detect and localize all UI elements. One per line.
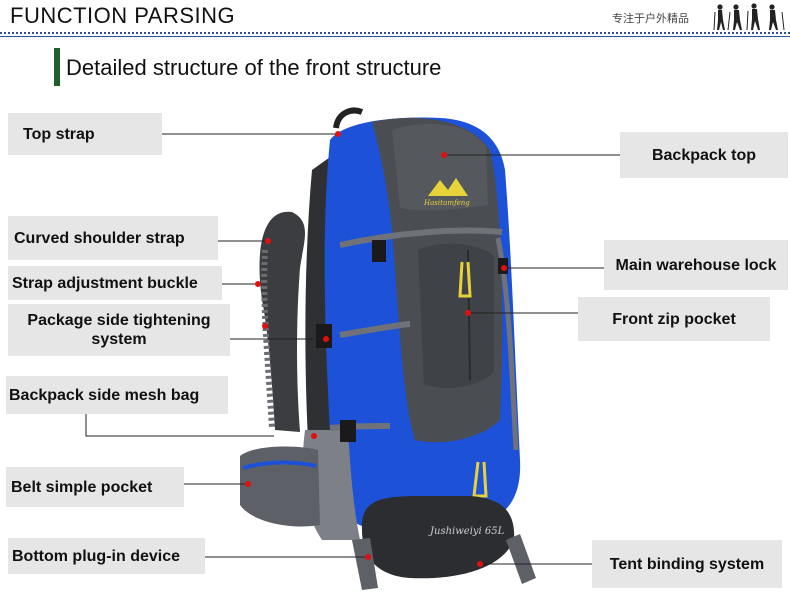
label-main-warehouse-lock: Main warehouse lock xyxy=(604,240,788,290)
marker-curved-shoulder xyxy=(265,238,271,244)
marker-side-tightening-b xyxy=(323,336,329,342)
hip-belt-shape xyxy=(240,446,320,527)
marker-front-zip xyxy=(465,310,471,316)
marker-top-strap xyxy=(335,131,341,137)
label-curved-shoulder-strap: Curved shoulder strap xyxy=(8,216,218,260)
label-strap-adjustment-buckle: Strap adjustment buckle xyxy=(8,266,222,300)
marker-adjust-buckle xyxy=(255,281,261,287)
label-tent-binding-system: Tent binding system xyxy=(592,540,782,588)
section-accent-bar xyxy=(54,48,60,86)
hikers-logo-icon xyxy=(713,3,785,31)
label-top-strap: Top strap xyxy=(8,113,162,155)
shoulder-strap-shape xyxy=(259,211,305,432)
bottom-base-shape xyxy=(361,496,515,579)
marker-side-tightening-a xyxy=(262,323,268,329)
marker-bottom-plugin xyxy=(365,554,371,560)
header-divider xyxy=(0,32,790,37)
brand-text: Hasitumfeng xyxy=(423,199,470,207)
label-backpack-side-mesh-bag: Backpack side mesh bag xyxy=(6,376,228,414)
bottom-brand-text: Jushiweiyi 65L xyxy=(428,526,505,537)
brand-slogan: 专注于户外精品 xyxy=(612,12,689,25)
page-title: FUNCTION PARSING xyxy=(10,3,236,28)
label-package-side-tightening: Package side tightening system xyxy=(8,304,230,356)
marker-main-lock xyxy=(501,265,507,271)
marker-mesh-bag xyxy=(311,433,317,439)
section-title: Detailed structure of the front structur… xyxy=(66,55,442,80)
label-backpack-top: Backpack top xyxy=(620,132,788,178)
label-package-side-tightening-line2: system xyxy=(91,331,147,348)
marker-belt-pocket xyxy=(245,481,251,487)
front-zip-pocket-shape xyxy=(418,243,494,388)
label-package-side-tightening-line1: Package side tightening xyxy=(27,312,211,329)
marker-backpack-top xyxy=(441,152,447,158)
marker-tent-binding xyxy=(477,561,483,567)
label-belt-simple-pocket: Belt simple pocket xyxy=(6,467,184,507)
leader-mesh-bag xyxy=(85,414,274,437)
label-bottom-plugin-device: Bottom plug-in device xyxy=(8,538,205,574)
label-front-zip-pocket: Front zip pocket xyxy=(578,297,770,341)
